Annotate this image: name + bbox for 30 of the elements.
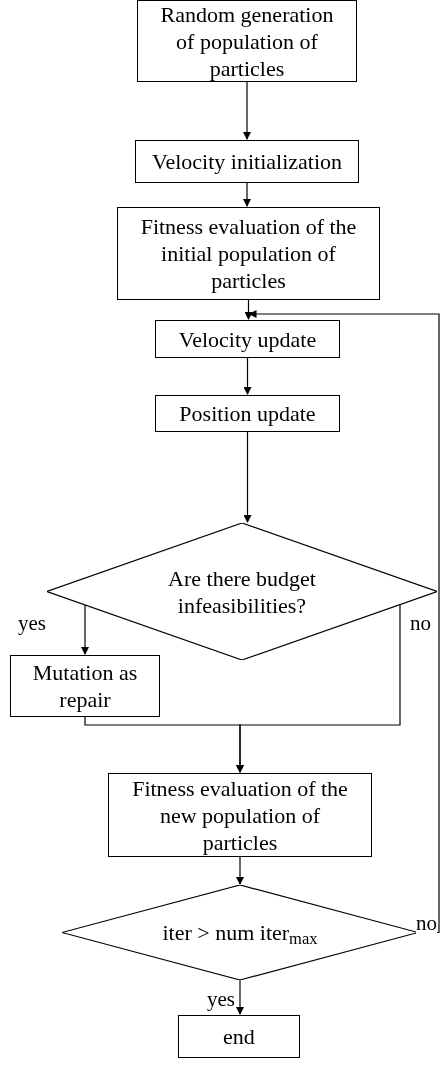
process-box xyxy=(178,1015,300,1058)
node-text: Mutation as repair xyxy=(31,659,139,713)
arrow xyxy=(243,431,252,523)
node-text: Random generation of population of particles xyxy=(159,0,335,82)
arrow xyxy=(243,357,252,395)
process-box xyxy=(135,140,359,183)
arrow xyxy=(248,310,440,934)
process-box xyxy=(108,773,372,857)
arrow xyxy=(84,716,244,773)
node-text: Are there budget infeasibilities? xyxy=(167,564,317,619)
decision-diamond xyxy=(62,885,418,980)
process-box xyxy=(117,207,380,300)
decision-diamond xyxy=(47,523,437,660)
arrow xyxy=(236,979,244,1015)
arrow xyxy=(236,856,244,885)
arrow xyxy=(243,81,251,140)
node-text: Fitness evaluation of the new population of particles xyxy=(131,774,349,856)
node-text: Fitness evaluation of the initial population of particles xyxy=(139,213,358,294)
node-text: iter > num iter$_{max}$ xyxy=(162,919,318,946)
node-text: Position update xyxy=(178,400,317,427)
node-text: Velocity update xyxy=(177,325,318,353)
node-text: end xyxy=(222,1023,256,1050)
process-box xyxy=(155,320,340,358)
node-text: Velocity initialization xyxy=(151,148,343,175)
process-box xyxy=(155,395,340,432)
arrow xyxy=(244,299,253,320)
process-box xyxy=(137,0,357,82)
arrow xyxy=(243,182,251,207)
process-box xyxy=(10,655,160,717)
arrow xyxy=(81,604,89,655)
